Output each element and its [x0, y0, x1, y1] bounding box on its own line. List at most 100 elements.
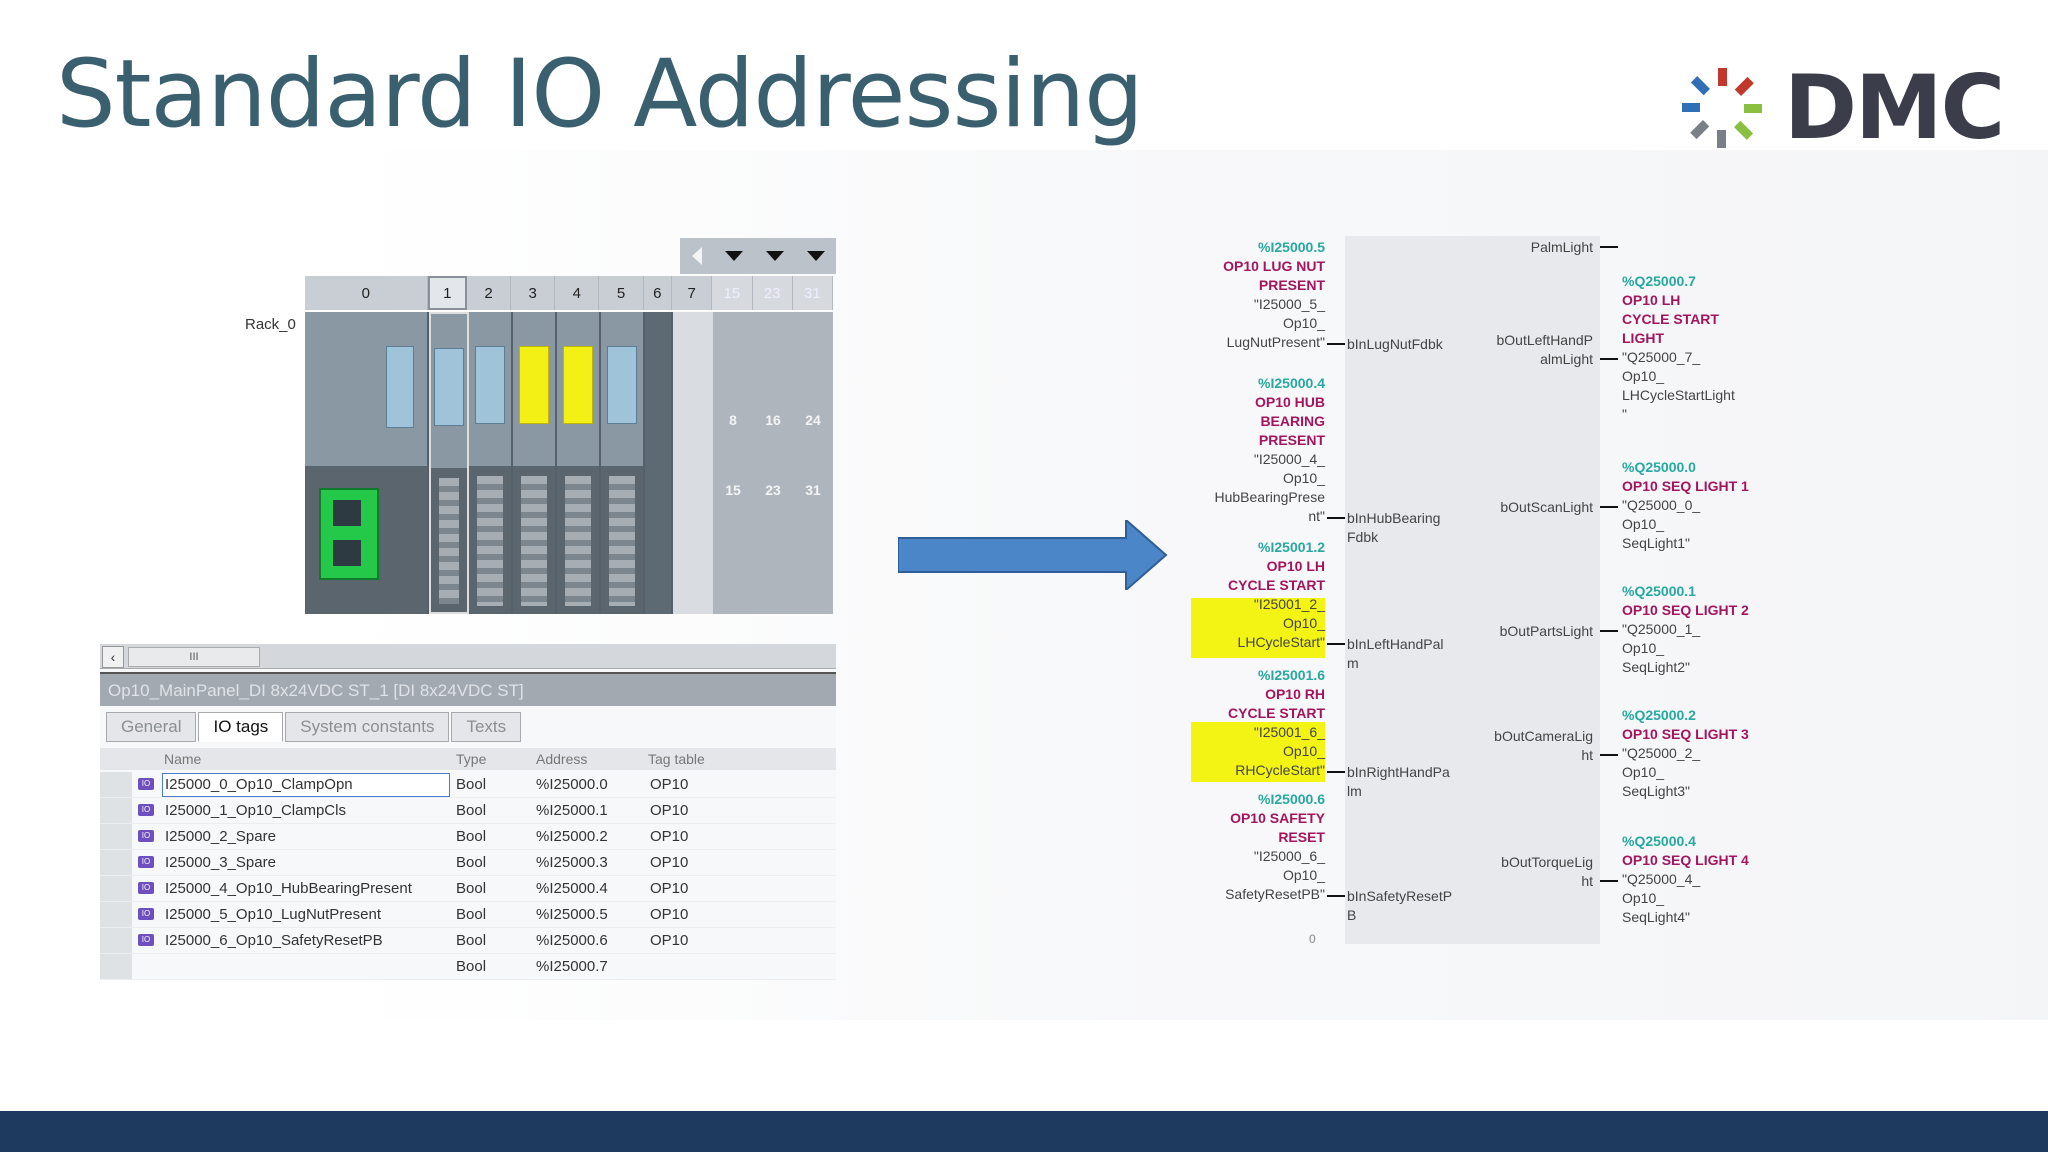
output-tag[interactable]: "Q25000_4_ [1622, 871, 1701, 887]
tag-address[interactable]: %I25000.6 [536, 932, 608, 949]
output-tag[interactable]: SeqLight4" [1622, 909, 1691, 925]
slot-number[interactable]: 6 [644, 276, 673, 310]
tag-address[interactable]: %I25000.5 [536, 906, 608, 923]
scrollbar-thumb[interactable]: III [128, 647, 260, 667]
input-tag[interactable]: "I25001_2_ [1253, 596, 1325, 612]
scroll-left-icon[interactable] [691, 247, 702, 265]
input-tag[interactable]: nt" [1308, 508, 1325, 524]
table-row[interactable]: IO I25000_3_Spare Bool %I25000.3 OP10 [100, 850, 836, 876]
input-tag[interactable]: LHCycleStart" [1237, 634, 1325, 650]
table-row[interactable]: IO I25000_1_Op10_ClampCls Bool %I25000.1… [100, 798, 836, 824]
input-tag[interactable]: HubBearingPrese [1214, 489, 1325, 505]
tag-name[interactable]: I25000_6_Op10_SafetyResetPB [165, 932, 383, 949]
tag-type[interactable]: Bool [456, 776, 487, 793]
tab-system-constants[interactable]: System constants [285, 712, 450, 742]
input-tag[interactable]: Op10_ [1282, 315, 1325, 331]
tag-address[interactable]: %I25000.0 [536, 776, 608, 793]
expansion-slot[interactable]: 24 31 [793, 312, 833, 614]
column-header-type[interactable]: Type [456, 751, 487, 767]
input-tag[interactable]: "I25000_4_ [1253, 451, 1325, 467]
tag-table[interactable]: OP10 [650, 776, 689, 793]
output-tag[interactable]: SeqLight3" [1622, 783, 1691, 799]
slot-number[interactable]: 7 [672, 276, 713, 310]
input-tag[interactable]: "I25001_6_ [1253, 724, 1325, 740]
table-row[interactable]: IO I25000_0_Op10_ClampOpn Bool %I25000.0… [100, 772, 836, 798]
output-tag[interactable]: Op10_ [1622, 764, 1665, 780]
tag-address[interactable]: %I25000.1 [536, 802, 608, 819]
tag-table[interactable]: OP10 [650, 802, 689, 819]
tag-name[interactable]: I25000_2_Spare [165, 828, 276, 845]
table-row[interactable]: IO I25000_4_Op10_HubBearingPresent Bool … [100, 876, 836, 902]
input-tag[interactable]: Op10_ [1282, 743, 1325, 759]
input-tag[interactable]: SafetyResetPB" [1225, 886, 1325, 902]
slot-number[interactable]: 3 [511, 276, 556, 310]
input-tag[interactable]: LugNutPresent" [1226, 334, 1325, 350]
output-tag[interactable]: "Q25000_1_ [1622, 621, 1701, 637]
input-tag[interactable]: "I25000_6_ [1253, 848, 1325, 864]
slot-number[interactable]: 1 [427, 276, 467, 310]
tag-type[interactable]: Bool [456, 932, 487, 949]
slot-number[interactable]: 5 [599, 276, 644, 310]
slot-number[interactable]: 23 [752, 276, 793, 310]
tab-io-tags[interactable]: IO tags [198, 712, 284, 742]
column-header-address[interactable]: Address [536, 751, 588, 767]
slot-number[interactable]: 15 [712, 276, 753, 310]
tag-name-input[interactable]: I25000_0_Op10_ClampOpn [162, 773, 450, 797]
table-row[interactable]: IO I25000_6_Op10_SafetyResetPB Bool %I25… [100, 928, 836, 954]
slot-number[interactable]: 0 [305, 276, 428, 310]
expansion-slot[interactable]: 16 23 [753, 312, 793, 614]
output-tag[interactable]: Op10_ [1622, 640, 1665, 656]
tag-table[interactable]: OP10 [650, 828, 689, 845]
input-tag[interactable]: RHCycleStart" [1235, 762, 1325, 778]
tag-type[interactable]: Bool [456, 828, 487, 845]
tag-name[interactable]: I25000_4_Op10_HubBearingPresent [165, 880, 412, 897]
column-header-name[interactable]: Name [164, 751, 202, 767]
tag-type[interactable]: Bool [456, 802, 487, 819]
tag-address[interactable]: %I25000.4 [536, 880, 608, 897]
tag-table[interactable]: OP10 [650, 906, 689, 923]
output-tag[interactable]: "Q25000_2_ [1622, 745, 1701, 761]
tag-type[interactable]: Bool [456, 880, 487, 897]
io-module[interactable] [601, 312, 645, 614]
table-row[interactable]: IO I25000_5_Op10_LugNutPresent Bool %I25… [100, 902, 836, 928]
tag-type[interactable]: Bool [456, 906, 487, 923]
tag-address[interactable]: %I25000.2 [536, 828, 608, 845]
scroll-left-icon[interactable]: ‹ [102, 646, 124, 668]
empty-slot[interactable] [645, 312, 673, 614]
input-tag[interactable]: "I25000_5_ [1253, 296, 1325, 312]
io-module[interactable] [557, 312, 601, 614]
output-tag[interactable]: SeqLight2" [1622, 659, 1691, 675]
slot-number[interactable]: 2 [467, 276, 512, 310]
horizontal-scrollbar[interactable]: ‹ III [100, 644, 836, 669]
tag-name[interactable]: I25000_3_Spare [165, 854, 276, 871]
expand-arrow-icon[interactable] [806, 251, 825, 261]
input-tag[interactable]: Op10_ [1282, 867, 1325, 883]
tab-texts[interactable]: Texts [451, 712, 522, 742]
column-header-tag-table[interactable]: Tag table [648, 751, 705, 767]
output-tag[interactable]: Op10_ [1622, 890, 1665, 906]
tag-type[interactable]: Bool [456, 958, 487, 975]
tag-table[interactable]: OP10 [650, 932, 689, 949]
io-module[interactable] [513, 312, 557, 614]
io-module[interactable] [429, 312, 469, 614]
output-tag[interactable]: Op10_ [1622, 368, 1665, 384]
tab-general[interactable]: General [106, 712, 197, 742]
tag-table[interactable]: OP10 [650, 854, 689, 871]
expand-arrow-icon[interactable] [765, 251, 784, 261]
expand-arrow-icon[interactable] [724, 251, 743, 261]
tag-address[interactable]: %I25000.3 [536, 854, 608, 871]
tag-name[interactable]: I25000_5_Op10_LugNutPresent [165, 906, 382, 923]
output-tag[interactable]: Op10_ [1622, 516, 1665, 532]
tag-type[interactable]: Bool [456, 854, 487, 871]
output-tag[interactable]: LHCycleStartLight [1622, 387, 1735, 403]
table-row[interactable]: Bool %I25000.7 [100, 954, 836, 980]
output-tag[interactable]: SeqLight1" [1622, 535, 1691, 551]
empty-slot[interactable] [673, 312, 713, 614]
output-tag[interactable]: "Q25000_0_ [1622, 497, 1701, 513]
input-tag[interactable]: Op10_ [1282, 470, 1325, 486]
cpu-module[interactable] [305, 312, 429, 614]
input-tag[interactable]: Op10_ [1282, 615, 1325, 631]
output-tag[interactable]: " [1622, 406, 1627, 422]
tag-address[interactable]: %I25000.7 [536, 958, 608, 975]
slot-number[interactable]: 4 [555, 276, 600, 310]
